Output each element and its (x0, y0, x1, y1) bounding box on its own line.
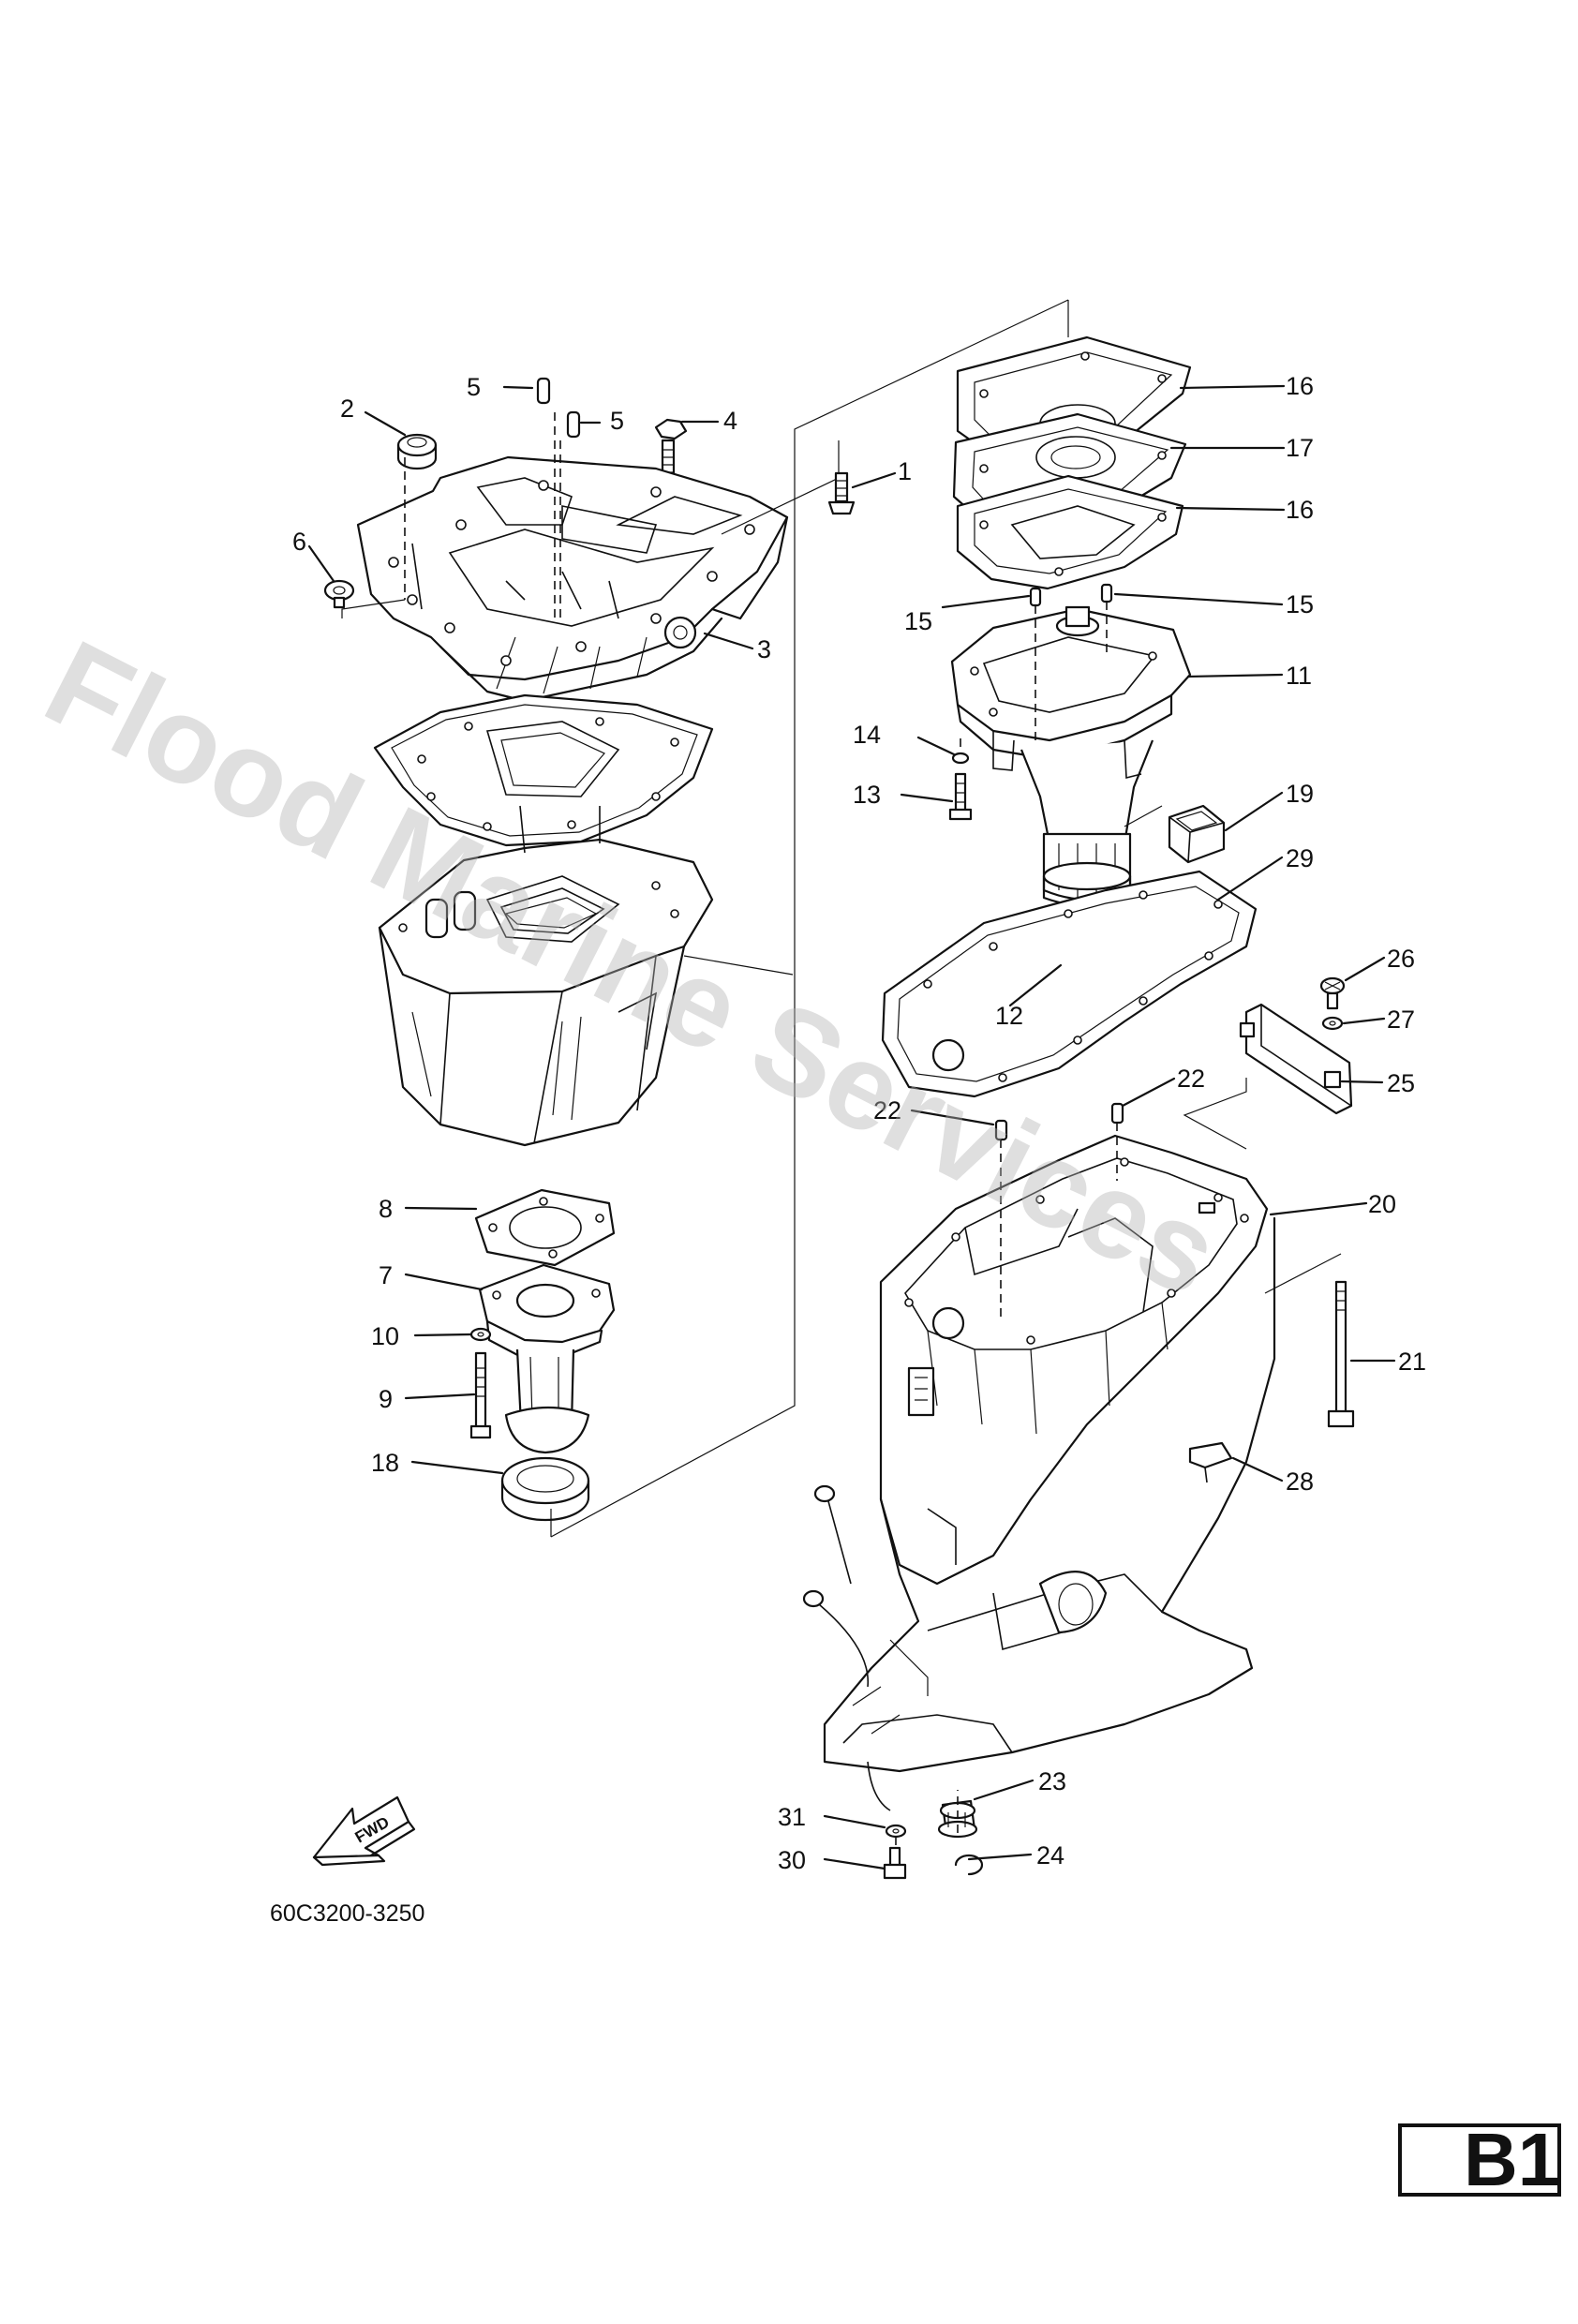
callout-13: 13 (853, 781, 881, 809)
callout-27: 27 (1387, 1006, 1415, 1034)
part-27-washer[interactable] (1321, 1016, 1344, 1031)
page-tag-box: B1 (1398, 2118, 1561, 2201)
callout-8: 8 (379, 1195, 393, 1223)
callout-25: 25 (1387, 1069, 1415, 1097)
callout-31: 31 (778, 1803, 806, 1831)
callout-10: 10 (371, 1322, 399, 1350)
part-31-washer[interactable] (885, 1824, 907, 1839)
part-2-plug[interactable] (396, 433, 438, 470)
part-20-lower-case[interactable] (823, 1134, 1276, 1773)
diagram-code: 60C3200-3250 (270, 1900, 424, 1927)
part-3-upper-case[interactable] (356, 455, 789, 703)
part-8-gasket[interactable] (474, 1188, 616, 1267)
callout-14: 14 (853, 721, 881, 749)
part-15-dowel-pin-b[interactable] (1100, 583, 1113, 603)
part-19-rubber-mount[interactable] (1168, 804, 1226, 864)
callout-22-a: 22 (873, 1096, 901, 1125)
callout-2: 2 (340, 395, 354, 423)
callout-26: 26 (1387, 945, 1415, 973)
part-15-dowel-pin-a[interactable] (1029, 587, 1042, 607)
part-26-screw[interactable] (1319, 976, 1346, 1010)
part-16-gasket-lower[interactable] (956, 474, 1184, 590)
ground-lead-wire (802, 1484, 891, 1811)
callout-9: 9 (379, 1385, 393, 1413)
part-14-washer[interactable] (951, 752, 970, 765)
callout-5-a: 5 (467, 373, 481, 401)
part-13-bolt[interactable] (948, 772, 973, 821)
callout-16-b: 16 (1286, 496, 1314, 524)
part-30-bolt[interactable] (883, 1846, 907, 1880)
callout-30: 30 (778, 1846, 806, 1874)
part-5-dowel-pin-a[interactable] (536, 377, 551, 405)
part-23-nut[interactable] (937, 1799, 978, 1839)
callout-12: 12 (995, 1002, 1023, 1030)
callout-labels: 1 2 3 4 5 5 6 7 8 9 10 11 12 13 14 15 15… (292, 372, 1426, 1874)
fwd-arrow-icon: FWD (312, 1795, 416, 1867)
left-group-bracket-lines (341, 299, 1069, 1538)
callout-21: 21 (1398, 1348, 1426, 1376)
callout-15-a: 15 (904, 607, 932, 635)
part-22-dowel-pin-b[interactable] (1110, 1102, 1124, 1125)
part-18-seal[interactable] (500, 1456, 590, 1522)
callout-19: 19 (1286, 780, 1314, 808)
part-29-gasket[interactable] (881, 870, 1258, 1098)
callout-17: 17 (1286, 434, 1314, 462)
callout-22-b: 22 (1177, 1065, 1205, 1093)
callout-24: 24 (1036, 1841, 1064, 1870)
callout-6: 6 (292, 528, 306, 556)
callout-28: 28 (1286, 1467, 1314, 1496)
part-6-grommet[interactable] (323, 579, 355, 609)
callout-4: 4 (723, 407, 737, 435)
right-group-bracket-lines (895, 300, 1342, 1848)
callout-20: 20 (1368, 1190, 1396, 1218)
callout-11: 11 (1286, 662, 1312, 690)
part-21-long-bolt[interactable] (1327, 1280, 1355, 1428)
callout-15-b: 15 (1286, 590, 1314, 618)
part-25-plate[interactable] (1239, 1003, 1353, 1115)
callout-18: 18 (371, 1449, 399, 1477)
part-1-bolt[interactable] (827, 471, 856, 515)
part-7-exhaust-guide[interactable] (478, 1263, 616, 1454)
part-9-bolt[interactable] (469, 1351, 492, 1439)
leader-lines (307, 384, 1396, 1870)
part-5-dowel-pin-b[interactable] (566, 410, 581, 439)
callout-23: 23 (1038, 1767, 1066, 1795)
oil-pan (378, 805, 714, 1147)
part-28-anode[interactable] (1188, 1441, 1233, 1483)
part-11-drive-housing[interactable] (950, 605, 1192, 907)
page-tag: B1 (1464, 2118, 1559, 2201)
callout-29: 29 (1286, 844, 1314, 872)
part-10-washer[interactable] (469, 1327, 492, 1342)
callout-16-a: 16 (1286, 372, 1314, 400)
callout-1: 1 (898, 457, 912, 485)
callout-5-b: 5 (610, 407, 624, 435)
callout-7: 7 (379, 1261, 393, 1289)
upper-case-gasket (373, 693, 714, 847)
callout-3: 3 (757, 635, 771, 663)
